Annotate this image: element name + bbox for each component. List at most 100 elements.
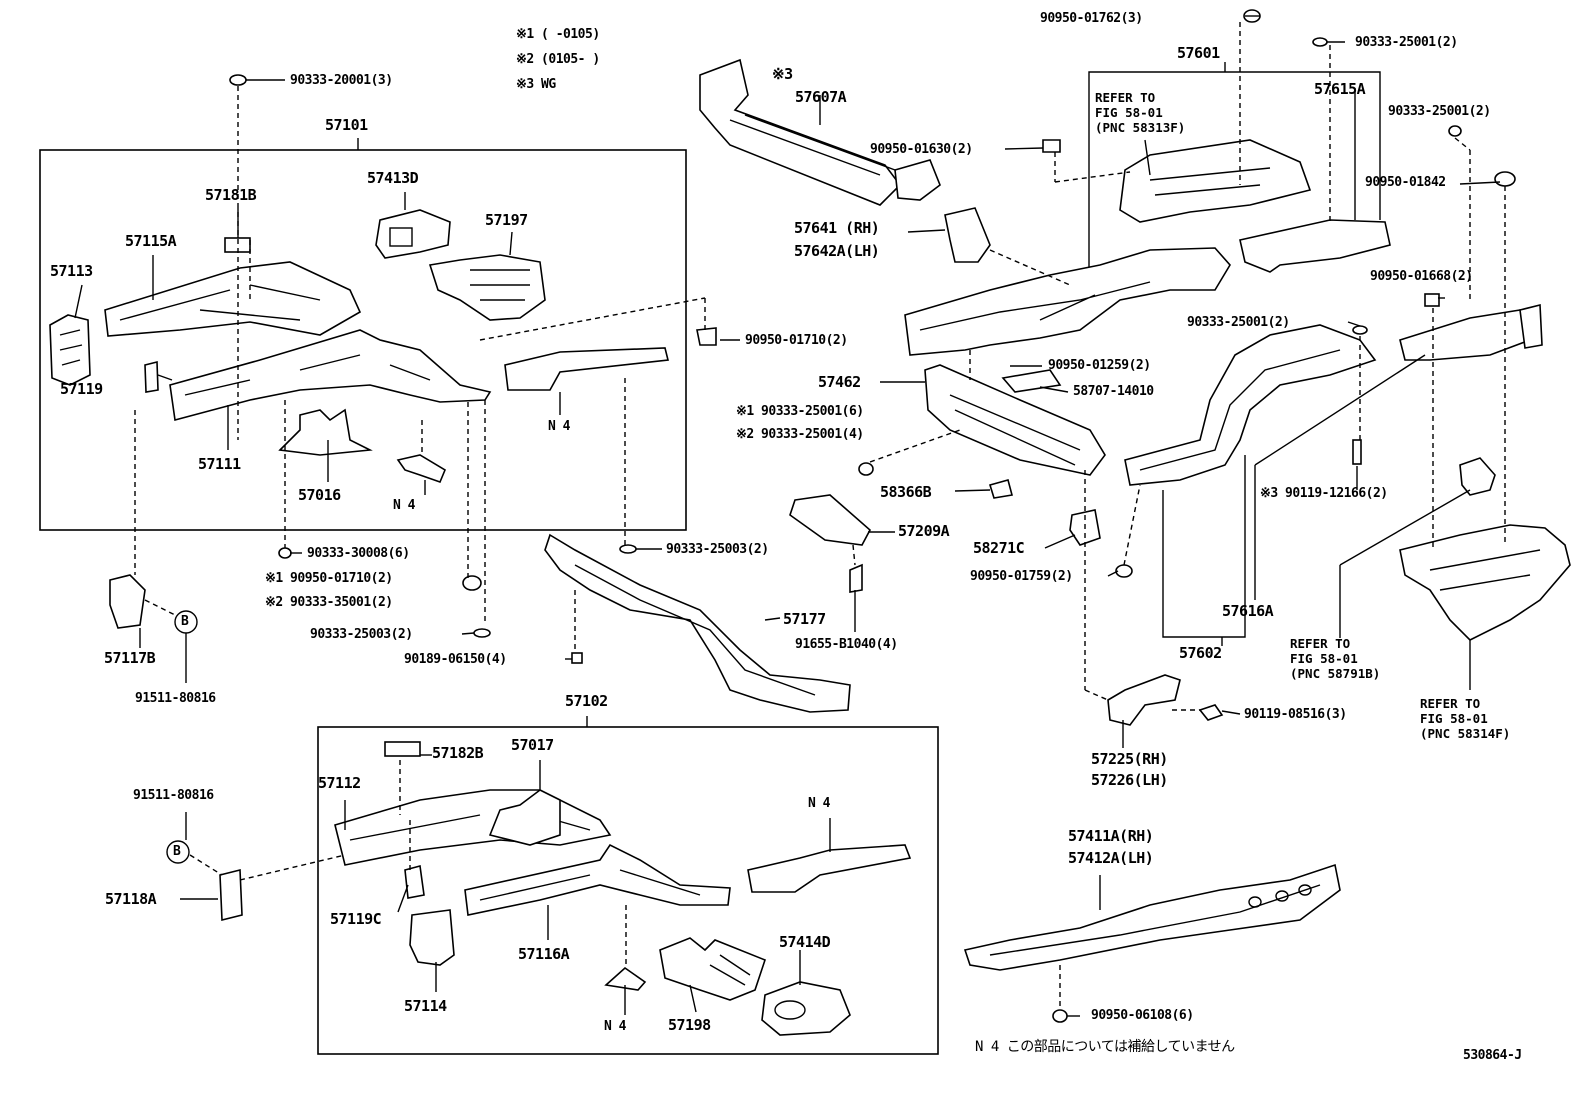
part-57198-shape (659, 937, 766, 1001)
refer-58313F: REFER TO FIG 58-01 (PNC 58313F) (1095, 90, 1186, 135)
part-57016-shape (278, 408, 373, 456)
label-57118A: 57118A (105, 890, 157, 908)
refer-58791B: REFER TO FIG 58-01 (PNC 58791B) (1290, 636, 1381, 681)
part-57113-shape (49, 314, 91, 386)
label-57117B: 57117B (104, 649, 156, 667)
label-57113: 57113 (50, 262, 93, 280)
label-91511-80816-a: 91511-80816 (135, 691, 216, 706)
label-57016: 57016 (298, 486, 341, 504)
part-57616A-shape (1124, 324, 1377, 486)
label-57209A: 57209A (898, 522, 950, 540)
label-57198: 57198 (668, 1016, 711, 1034)
label-n4-c: N 4 (808, 796, 830, 811)
label-m2-90333-35001: ※2 90333-35001(2) (265, 595, 393, 610)
part-58314F-panel (1399, 524, 1571, 641)
label-90333-30008: 90333-30008(6) (307, 546, 410, 561)
label-57115A: 57115A (125, 232, 177, 250)
refer-58314F: REFER TO FIG 58-01 (PNC 58314F) (1420, 696, 1511, 741)
label-90950-01842: 90950-01842 (1365, 175, 1446, 190)
note-2: ※2 (0105- ) (516, 52, 600, 67)
label-57119C: 57119C (330, 910, 382, 928)
label-57177: 57177 (783, 610, 826, 628)
part-57115A-shape (104, 261, 362, 337)
label-90189-06150: 90189-06150(4) (404, 652, 507, 667)
label-57181B: 57181B (205, 186, 257, 204)
part-57017-shape (488, 789, 561, 846)
label-57017: 57017 (511, 736, 554, 754)
label-57112: 57112 (318, 774, 361, 792)
label-90950-06108: 90950-06108(6) (1091, 1008, 1194, 1023)
label-58707-14010: 58707-14010 (1073, 384, 1154, 399)
bracket-57602 (1162, 455, 1246, 638)
label-90333-25001-b: 90333-25001(2) (1388, 104, 1491, 119)
label-m1-90333-25001: ※1 90333-25001(6) (736, 404, 864, 419)
label-57114: 57114 (404, 997, 447, 1015)
label-57412A: 57412A(LH) (1068, 849, 1154, 867)
note-3: ※3 WG (516, 77, 556, 92)
label-m2-90333-25001: ※2 90333-25001(4) (736, 427, 864, 442)
label-90950-01759: 90950-01759(2) (970, 569, 1073, 584)
label-57641: 57641 (RH) (794, 219, 880, 237)
footnote-n4: N 4 この部品については補給していません (975, 1039, 1235, 1055)
label-90950-01630: 90950-01630(2) (870, 142, 973, 157)
diagram-code: 530864-J (1463, 1048, 1522, 1063)
label-58366B: 58366B (880, 483, 932, 501)
label-57462: 57462 (818, 373, 861, 391)
label-57225: 57225(RH) (1091, 750, 1168, 768)
label-57601: 57601 (1177, 44, 1220, 62)
part-57112-shape (334, 789, 612, 866)
label-57615A: 57615A (1314, 80, 1366, 98)
part-57209A-shape (789, 494, 872, 546)
part-57411A-shape (963, 863, 1341, 971)
label-57111: 57111 (198, 455, 241, 473)
label-57616A: 57616A (1222, 602, 1274, 620)
reference-circle-b-2 (166, 840, 190, 864)
label-b-2: B (173, 844, 181, 859)
label-57101: 57101 (325, 116, 368, 134)
part-58313F-panel (1119, 139, 1312, 223)
label-57602: 57602 (1179, 644, 1222, 662)
label-91655-B1040: 91655-B1040(4) (795, 637, 898, 652)
label-57197: 57197 (485, 211, 528, 229)
label-n4-a: N 4 (393, 498, 415, 513)
part-n4-bar2 (747, 844, 912, 893)
part-57462-shape (924, 364, 1106, 476)
part-57414D-shape (761, 981, 851, 1036)
label-57116A: 57116A (518, 945, 570, 963)
label-m3-a: ※3 (772, 65, 793, 83)
label-m3-90119-12166: ※3 90119-12166(2) (1260, 486, 1388, 501)
label-58271C: 58271C (973, 539, 1025, 557)
label-57642A: 57642A(LH) (794, 242, 880, 260)
bracket-57601 (1088, 71, 1381, 310)
assembly-box-57102 (317, 726, 939, 1055)
note-1: ※1 ( -0105) (516, 27, 600, 42)
label-90950-01762: 90950-01762(3) (1040, 11, 1143, 26)
part-57413D-shape (375, 209, 451, 259)
part-57615A-shape (1239, 219, 1391, 273)
label-57102: 57102 (565, 692, 608, 710)
label-90333-25001-a: 90333-25001(2) (1355, 35, 1458, 50)
part-57177-shape (544, 533, 851, 713)
label-b-1: B (181, 614, 189, 629)
label-90333-25003-b: 90333-25003(2) (666, 542, 769, 557)
reference-circle-b-1 (174, 610, 198, 634)
label-57226: 57226(LH) (1091, 771, 1168, 789)
label-57119: 57119 (60, 380, 103, 398)
part-57116A-shape (464, 843, 731, 916)
label-90333-25003-a: 90333-25003(2) (310, 627, 413, 642)
part-frame-57601-shape (904, 247, 1231, 356)
label-57414D: 57414D (779, 933, 831, 951)
label-90950-01668: 90950-01668(2) (1370, 269, 1473, 284)
part-57197-shape (428, 254, 546, 321)
label-90950-01710: 90950-01710(2) (745, 333, 848, 348)
assembly-box-57101 (39, 149, 687, 531)
label-57182B: 57182B (432, 744, 484, 762)
label-90119-08516: 90119-08516(3) (1244, 707, 1347, 722)
label-91511-80816-b: 91511-80816 (133, 788, 214, 803)
label-m1-90950-01710: ※1 90950-01710(2) (265, 571, 393, 586)
washer-icon (229, 74, 247, 86)
label-90950-01259: 90950-01259(2) (1048, 358, 1151, 373)
label-n4-d: N 4 (604, 1019, 626, 1034)
label-57413D: 57413D (367, 169, 419, 187)
